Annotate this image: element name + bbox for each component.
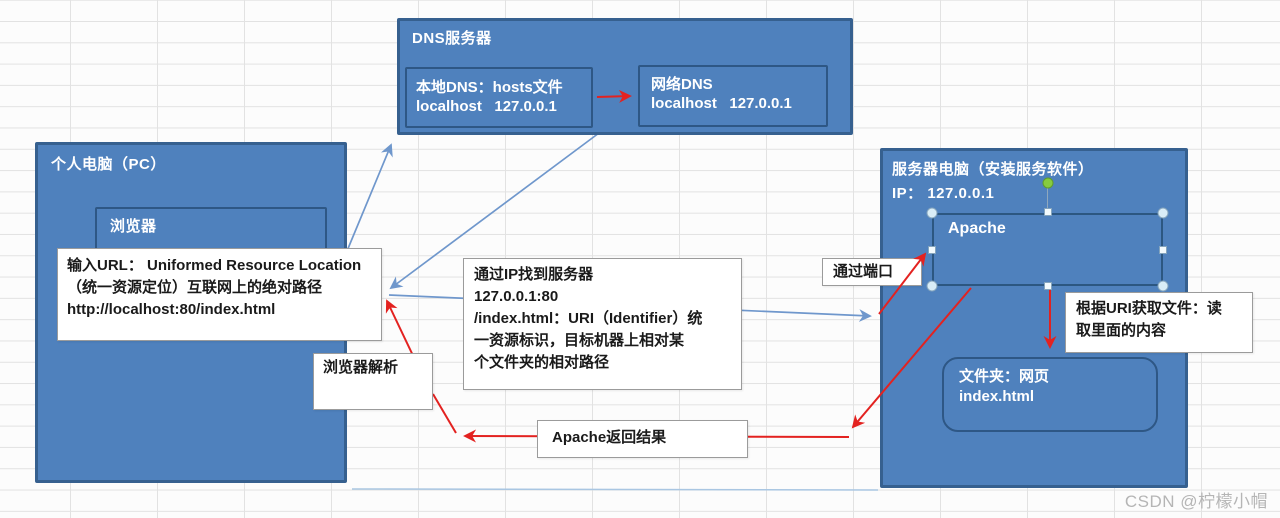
watermark: CSDN @柠檬小帽 [1124, 492, 1268, 511]
dns-title: DNS服务器 [412, 30, 492, 47]
folder-line1: 文件夹：网页 [959, 368, 1050, 385]
pc-title: 个人电脑（PC） [51, 156, 166, 173]
selection-handle-top-right[interactable] [1157, 207, 1169, 219]
selection-handle-left-mid[interactable] [928, 246, 936, 254]
server-title: 服务器电脑（安装服务软件） [892, 161, 1094, 178]
local-dns-box[interactable]: 本地DNS：hosts文件 localhost 127.0.0.1 [405, 67, 593, 128]
port-label: 通过端口 [833, 263, 894, 280]
ip-line1: 通过IP找到服务器 [474, 266, 594, 283]
selection-handle-right-mid[interactable] [1159, 246, 1167, 254]
browser-parse-callout[interactable]: 浏览器解析 [313, 353, 433, 410]
apache-return-label: Apache返回结果 [552, 429, 667, 446]
ip-line4: 一资源标识，目标机器上相对某 [474, 332, 685, 349]
folder-box[interactable]: 文件夹：网页 index.html [942, 357, 1158, 432]
network-dns-line1: 网络DNS [651, 76, 713, 93]
local-dns-line2: localhost 127.0.0.1 [416, 98, 557, 115]
local-dns-line1: 本地DNS：hosts文件 [416, 79, 563, 96]
ip-line2: 127.0.0.1:80 [474, 288, 559, 305]
url-line1: 输入URL： Uniformed Resource Location [67, 257, 362, 274]
ip-line5: 个文件夹的相对路径 [474, 354, 610, 371]
folder-line2: index.html [959, 388, 1035, 405]
rotate-handle-stem [1047, 188, 1048, 210]
server-ip-label: IP： 127.0.0.1 [892, 185, 995, 202]
url-line3: http://localhost:80/index.html [67, 301, 276, 318]
network-dns-line2: localhost 127.0.0.1 [651, 95, 792, 112]
ip-callout[interactable]: 通过IP找到服务器 127.0.0.1:80 /index.html：URI（I… [463, 258, 742, 390]
arrow-pc-to-dns [346, 143, 393, 252]
uri-line2: 取里面的内容 [1076, 322, 1167, 339]
uri-callout[interactable]: 根据URI获取文件：读 取里面的内容 [1065, 292, 1253, 353]
line-pc-server-bottom [351, 488, 879, 491]
selection-handle-top-left[interactable] [926, 207, 938, 219]
url-callout[interactable]: 输入URL： Uniformed Resource Location （统一资源… [57, 248, 382, 341]
browser-parse-label: 浏览器解析 [323, 359, 399, 376]
ip-line3: /index.html：URI（Identifier）统 [474, 310, 703, 327]
network-dns-box[interactable]: 网络DNS localhost 127.0.0.1 [638, 65, 828, 127]
selection-handle-bottom-right[interactable] [1157, 280, 1169, 292]
selection-handle-top-mid[interactable] [1044, 208, 1052, 216]
selection-handle-bottom-left[interactable] [926, 280, 938, 292]
browser-label: 浏览器 [110, 218, 157, 235]
rotate-handle[interactable] [1042, 177, 1054, 189]
url-line2: （统一资源定位）互联网上的绝对路径 [67, 279, 323, 296]
apache-box[interactable]: Apache [932, 213, 1163, 286]
port-callout[interactable]: 通过端口 [822, 258, 922, 286]
apache-label: Apache [948, 220, 1006, 237]
uri-line1: 根据URI获取文件：读 [1076, 300, 1222, 317]
apache-return-callout[interactable]: Apache返回结果 [537, 420, 748, 458]
selection-handle-bottom-mid[interactable] [1044, 282, 1052, 290]
line-parse-connector [432, 393, 457, 434]
